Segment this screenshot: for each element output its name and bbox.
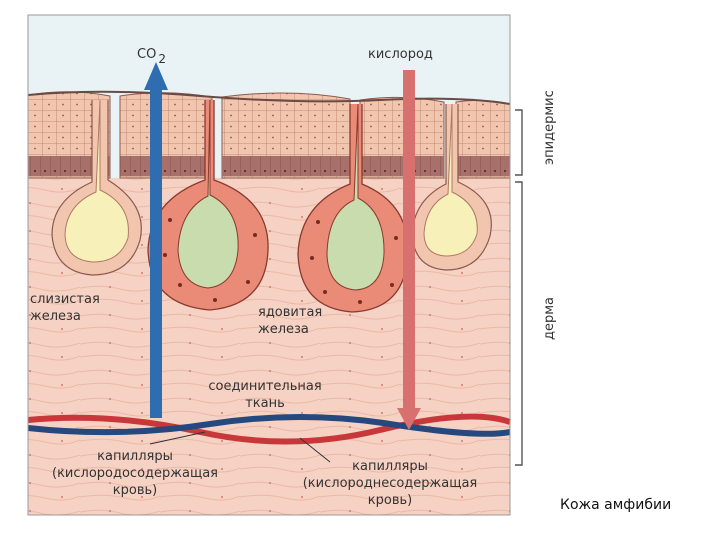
dermis-label: дерма — [542, 297, 557, 340]
figure-caption: Кожа амфибии — [560, 497, 671, 513]
deoxy-capillary-label-line3: кровь) — [368, 493, 412, 508]
oxygen-label: кислород — [368, 47, 433, 62]
poison-gland-label-line1: ядовитая — [258, 305, 322, 320]
epidermis-bracket — [515, 110, 522, 175]
mucous-gland-label-line1: слизистая — [30, 292, 100, 307]
epidermis-label: эпидермис — [542, 90, 557, 165]
deoxy-capillary-label-line1: капилляры — [352, 459, 428, 474]
connective-tissue-label-line2: ткань — [245, 396, 285, 411]
oxy-capillary-label-line2: (кислородосодержащая — [52, 466, 218, 481]
deoxy-capillary-label-line2: (кислороднесодержащая — [303, 476, 478, 491]
poison-gland-label-line2: железа — [258, 322, 309, 337]
oxy-capillary-label-line1: капилляры — [97, 449, 173, 464]
dermis-bracket — [515, 182, 522, 465]
mucous-gland-label-line2: железа — [30, 309, 81, 324]
oxy-capillary-label-line3: кровь) — [113, 483, 157, 498]
connective-tissue-label-line1: соединительная — [208, 379, 321, 394]
